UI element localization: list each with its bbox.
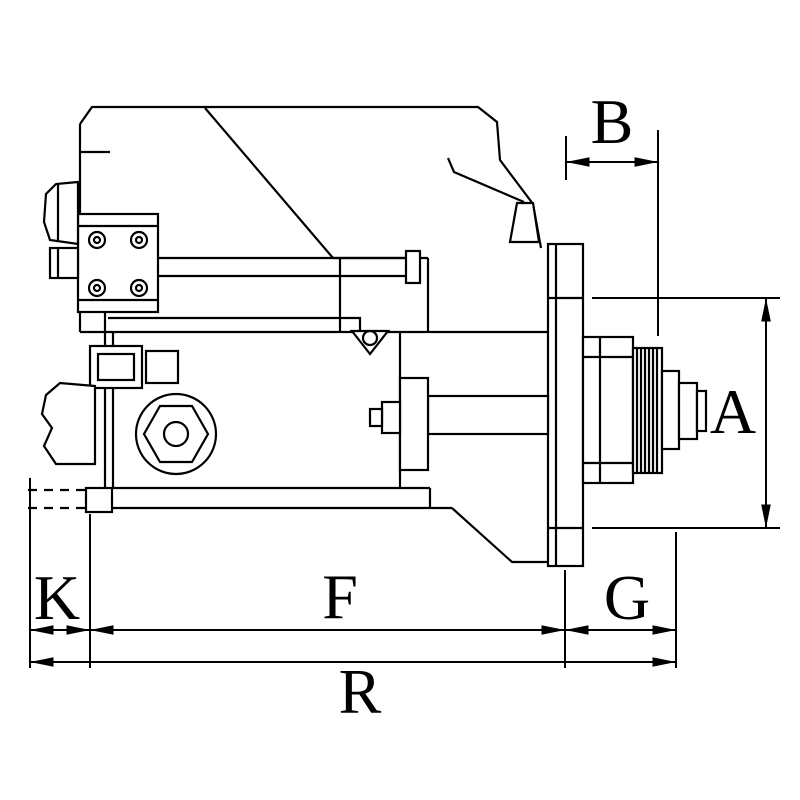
dimension-label-g: G: [604, 562, 650, 633]
bolt-icon: [134, 235, 144, 245]
bolt-icon: [87, 278, 107, 298]
left-small-box: [48, 246, 80, 280]
hex-nut-center-hole: [162, 420, 190, 448]
dimension-b: B: [565, 86, 659, 336]
gusset-triangle: [349, 329, 391, 356]
bottom-extension-lines: [29, 478, 677, 668]
dimension-label-k: K: [34, 562, 80, 633]
hex-nut-hexagon: [142, 404, 210, 464]
bearing-cylinder: [581, 335, 635, 485]
motor-drawing: [28, 105, 708, 568]
bolt-icon: [92, 235, 102, 245]
dimension-k-f-g: K F G: [29, 478, 677, 668]
shaft-step-1: [660, 369, 681, 451]
terminal-block-inner-lines: [78, 224, 158, 302]
dimension-label-a: A: [710, 376, 756, 447]
left-hook-bracket: [40, 381, 97, 466]
gusset-bolt-hole: [361, 329, 379, 347]
shaft-housing: [426, 394, 550, 436]
dimension-a-extension-lines: [592, 297, 780, 529]
left-support-lines: [103, 312, 115, 488]
gear-teeth-lines: [635, 349, 659, 472]
shaft-step-2: [677, 381, 699, 441]
clamp-side-box: [144, 349, 180, 385]
bolt-icon: [129, 278, 149, 298]
terminal-block: [76, 212, 160, 314]
dimension-annotations: B A K F G R: [29, 86, 780, 727]
stud-end-block: [404, 249, 422, 285]
dimension-a: A: [592, 297, 780, 529]
dimension-r: R: [30, 656, 676, 727]
mount-ear-boss: [398, 376, 430, 472]
bolt-icon: [92, 283, 102, 293]
dimension-label-b: B: [591, 86, 634, 157]
side-bolt-tip: [368, 407, 384, 428]
bolt-icon: [129, 230, 149, 250]
mounting-flange: [546, 242, 585, 568]
body-bottom-lines: [112, 486, 452, 510]
side-bolt-head: [380, 400, 402, 435]
bottom-left-foot: [84, 486, 114, 514]
mount-bar-lines: [108, 316, 362, 331]
cable-clamp-inner: [96, 352, 136, 382]
shaft-end-cap: [695, 389, 708, 433]
bottom-foot-slope: [451, 507, 548, 564]
left-end-cap: [42, 180, 80, 246]
dimension-label-f: F: [322, 561, 358, 632]
through-stud-lines: [158, 256, 406, 278]
flange-inner-lines: [548, 244, 583, 566]
dimension-label-r: R: [339, 656, 382, 727]
flange-top-lug: [508, 201, 541, 244]
bolt-icon: [87, 230, 107, 250]
yoke-diagonal-line: [204, 107, 334, 259]
hidden-edge-dashed-left: [28, 488, 86, 510]
terminal-bolts: [87, 230, 149, 298]
bolt-icon: [134, 283, 144, 293]
bearing-cylinder-lines: [583, 337, 633, 483]
solenoid-slant-line: [446, 157, 525, 204]
